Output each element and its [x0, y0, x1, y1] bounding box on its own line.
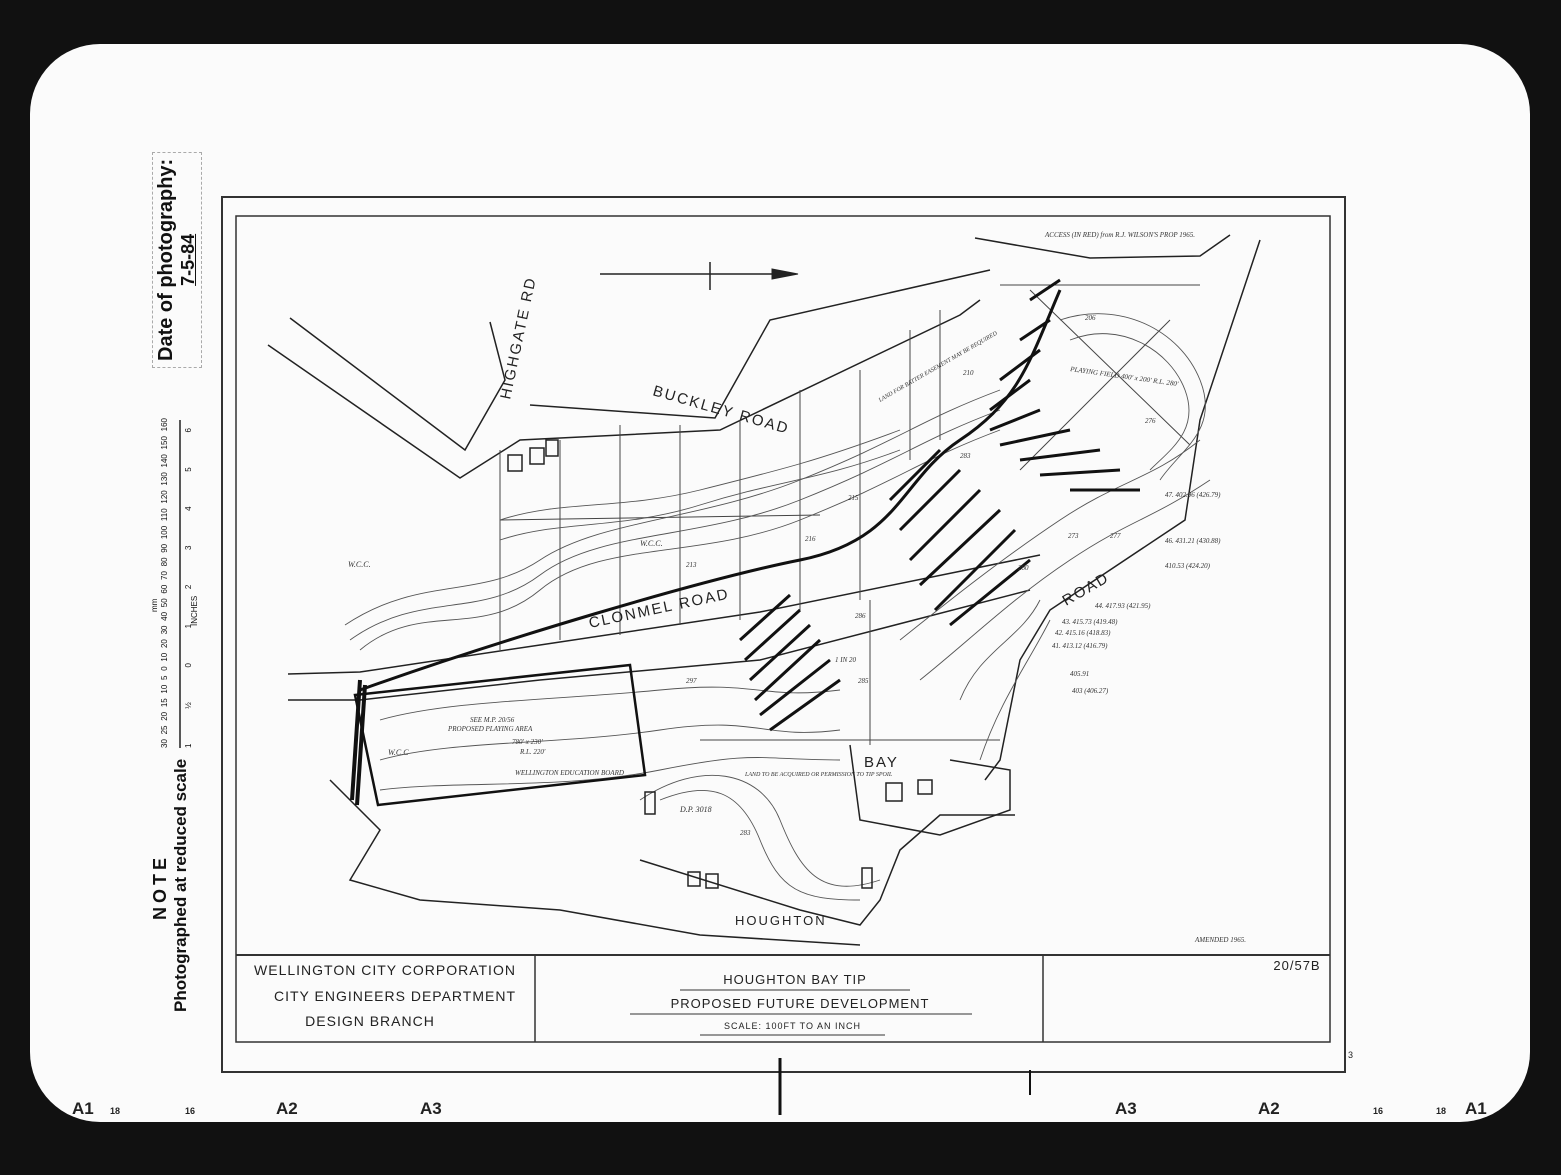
- drawing-scale: SCALE: 100FT TO AN INCH: [723, 1021, 862, 1031]
- north-arrow-icon: [600, 262, 799, 290]
- date-of-photography-box: Date of photography: 7-5-84: [152, 151, 202, 368]
- svg-text:403 (406.27): 403 (406.27): [1072, 687, 1109, 695]
- wcc-label-3: W.C.C: [388, 748, 409, 757]
- playing-dims: 780' x 230': [512, 738, 543, 746]
- svg-text:18: 18: [1436, 1106, 1446, 1116]
- access-track: [359, 289, 1062, 692]
- note-text: Photographed at reduced scale: [171, 758, 190, 1012]
- org-line-3: DESIGN BRANCH: [305, 1013, 435, 1029]
- drawing-number: 20/57B: [1273, 958, 1321, 973]
- proposed-playing-area-label: PROPOSED PLAYING AREA: [447, 725, 533, 733]
- org-line-1: WELLINGTON CITY CORPORATION: [254, 962, 516, 978]
- contour-lines: [344, 313, 1211, 901]
- note-title: NOTE: [150, 854, 170, 921]
- batter-note: LAND FOR BATTER EASEMENT MAY BE REQUIRED: [877, 330, 999, 404]
- inner-border: [235, 215, 1331, 1043]
- playing-field-note: PLAYING FIELD 400' x 200' R.L. 280': [1069, 365, 1180, 388]
- proposed-playing-area: [353, 663, 647, 807]
- buildings: [507, 439, 933, 889]
- svg-text:46. 431.21 (430.88): 46. 431.21 (430.88): [1165, 537, 1221, 545]
- svg-text:215: 215: [848, 494, 859, 502]
- amended-note: AMENDED 1965.: [1194, 936, 1246, 944]
- svg-text:297: 297: [686, 677, 697, 685]
- education-board-label: WELLINGTON EDUCATION BOARD: [515, 769, 624, 777]
- spot-levels: 206 276 273 277 280 283 286 297 283 213 …: [686, 314, 1156, 837]
- svg-text:A1: A1: [72, 1099, 94, 1118]
- svg-text:405.91: 405.91: [1070, 670, 1089, 678]
- svg-text:42. 415.16 (418.83): 42. 415.16 (418.83): [1055, 629, 1111, 637]
- svg-text:410.53 (424.20): 410.53 (424.20): [1165, 562, 1211, 570]
- wcc-label-1: W.C.C.: [348, 560, 371, 569]
- svg-text:213: 213: [686, 561, 697, 569]
- slope-label: 1 IN 20: [835, 656, 857, 664]
- svg-text:273: 273: [1068, 532, 1079, 540]
- batter-hatching: [350, 278, 1140, 806]
- road-outlines: [267, 234, 1261, 946]
- svg-text:283: 283: [960, 452, 971, 460]
- access-note: ACCESS (IN RED) from R.J. WILSON'S PROP …: [1044, 231, 1195, 239]
- svg-text:277: 277: [1110, 532, 1121, 540]
- sheet-number: 3: [1347, 1050, 1354, 1060]
- svg-text:280: 280: [1018, 564, 1029, 572]
- drawing-subtitle: PROPOSED FUTURE DEVELOPMENT: [670, 996, 930, 1011]
- svg-text:206: 206: [1085, 314, 1096, 322]
- date-label: Date of photography:: [155, 158, 177, 361]
- road-label-highgate: HIGHGATE RD: [497, 275, 540, 401]
- drawing-title: HOUGHTON BAY TIP: [723, 972, 867, 987]
- svg-text:16: 16: [1373, 1106, 1383, 1116]
- note-box: NOTE Photographed at reduced scale: [150, 758, 191, 1012]
- scale-mm-label: mm: [150, 598, 159, 612]
- svg-text:283: 283: [740, 829, 751, 837]
- film-strip-marks: A1 18 16 A2 A3 A3 A2 16 18 A1: [72, 1099, 1487, 1118]
- svg-text:41. 413.12 (416.79): 41. 413.12 (416.79): [1052, 642, 1108, 650]
- svg-text:16: 16: [185, 1106, 195, 1116]
- svg-text:286: 286: [855, 612, 866, 620]
- dp-label: D.P. 3018: [679, 805, 712, 814]
- land-acquired-note: LAND TO BE ACQUIRED OR PERMISSION TO TIP…: [744, 772, 893, 778]
- svg-text:44. 417.93 (421.95): 44. 417.93 (421.95): [1095, 602, 1151, 610]
- wcc-label-2: W.C.C.: [640, 539, 663, 548]
- svg-text:18: 18: [110, 1106, 120, 1116]
- outer-border: [221, 196, 1346, 1073]
- see-ref: SEE M.P. 20/56: [470, 716, 515, 724]
- house-numbers: 47. 402.96 (426.79) 46. 431.21 (430.88) …: [1052, 491, 1221, 695]
- svg-text:A3: A3: [420, 1099, 442, 1118]
- svg-text:43. 415.73 (419.48): 43. 415.73 (419.48): [1062, 618, 1118, 626]
- road-label-bay: BAY: [864, 754, 899, 771]
- svg-text:216: 216: [805, 535, 816, 543]
- svg-text:285: 285: [858, 677, 869, 685]
- svg-text:276: 276: [1145, 417, 1156, 425]
- svg-text:A2: A2: [1258, 1099, 1280, 1118]
- date-value: 7-5-84: [178, 233, 198, 286]
- svg-text:A2: A2: [276, 1099, 298, 1118]
- photo-card: [30, 44, 1530, 1122]
- svg-text:A3: A3: [1115, 1099, 1137, 1118]
- lot-lines: [499, 284, 1200, 745]
- svg-text:210: 210: [963, 369, 974, 377]
- road-label-houghton: HOUGHTON: [735, 913, 827, 928]
- svg-text:A1: A1: [1465, 1099, 1487, 1118]
- org-line-2: CITY ENGINEERS DEPARTMENT: [273, 988, 517, 1004]
- svg-text:47. 402.96 (426.79): 47. 402.96 (426.79): [1165, 491, 1221, 499]
- playing-rl: R.L. 220': [519, 748, 546, 756]
